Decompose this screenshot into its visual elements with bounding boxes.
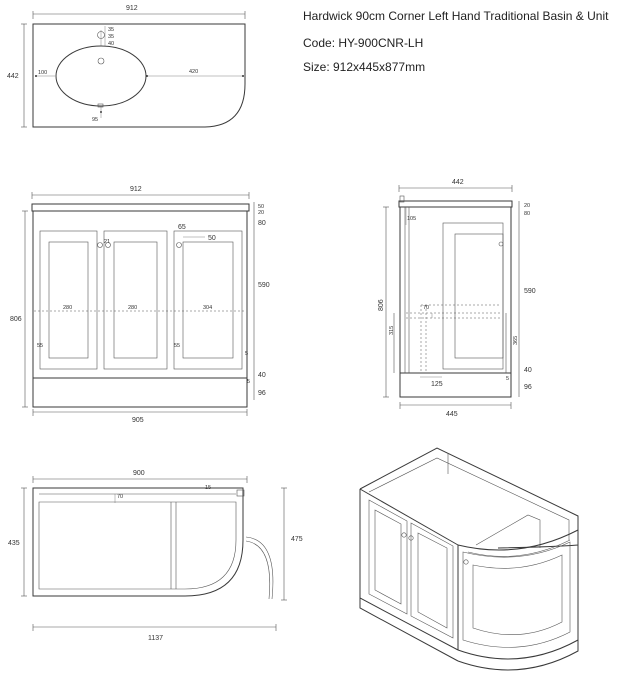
dim-50: 50 [258, 204, 264, 210]
dim-right: 420 [189, 69, 198, 75]
side-plinth [399, 372, 512, 398]
dim-left: 100 [38, 70, 47, 76]
dim-front-top-width: 912 [130, 186, 142, 193]
dim-bottom-70: 70 [117, 494, 123, 500]
side-elevation: 70 105 442 445 806 315 365 20 80 [378, 179, 536, 418]
dim-side-5: 5 [506, 376, 509, 382]
knob-icon [97, 242, 103, 248]
product-size: Size: 912x445x877mm [303, 60, 426, 74]
dim-offset-3: 40 [108, 41, 114, 47]
dim-side-80: 80 [524, 211, 530, 217]
dim-top-depth: 442 [7, 73, 19, 80]
dim-20: 20 [258, 210, 264, 216]
dim-front: 95 [92, 117, 98, 123]
bottom-plan-view: 900 70 15 435 475 1137 [8, 470, 303, 642]
dim-21: 21 [104, 239, 110, 245]
dim-side-top-width: 442 [452, 179, 464, 186]
product-code: Code: HY-900CNR-LH [303, 36, 424, 50]
door-3 [173, 230, 243, 370]
dim-5a: 5 [245, 351, 248, 357]
front-elevation: 280 280 304 55 55 21 65 50 912 905 806 [10, 186, 270, 424]
dim-side-105: 105 [407, 216, 416, 222]
dim-offset-2: 35 [108, 34, 114, 40]
dim-door-2: 280 [128, 305, 137, 311]
dim-96: 96 [258, 390, 266, 397]
dim-side-365: 365 [513, 336, 519, 345]
dim-bottom-curve: 475 [291, 536, 303, 543]
front-plinth [32, 377, 248, 408]
dim-50b: 50 [208, 235, 216, 242]
front-worktop [31, 203, 250, 212]
top-plan-view: 912 442 35 35 40 100 420 95 [7, 5, 246, 128]
knob-icon [401, 532, 407, 538]
dim-bottom-depth: 435 [8, 540, 20, 547]
dim-side-315: 315 [389, 326, 395, 335]
dim-55a: 55 [37, 343, 43, 349]
dim-80: 80 [258, 220, 266, 227]
bottom-plan-outline [32, 487, 244, 597]
dim-side-40: 40 [524, 367, 532, 374]
side-worktop [398, 200, 513, 208]
side-door [442, 222, 504, 370]
dim-top-width: 912 [126, 5, 138, 12]
overflow-icon [97, 103, 104, 108]
dim-door-1: 280 [63, 305, 72, 311]
knob-icon [176, 242, 182, 248]
dim-side-bottom-width: 445 [446, 411, 458, 418]
dim-side-height: 806 [378, 299, 385, 311]
dim-590: 590 [258, 282, 270, 289]
dim-side-96: 96 [524, 384, 532, 391]
dim-bottom-overall: 1137 [148, 635, 163, 642]
product-title: Hardwick 90cm Corner Left Hand Tradition… [303, 9, 609, 23]
knob-icon [463, 559, 469, 565]
isometric-view [359, 447, 579, 671]
side-carcass [399, 206, 512, 374]
basin-bowl [55, 45, 147, 107]
knob-icon [105, 242, 111, 248]
dim-side-590: 590 [524, 288, 536, 295]
knob-icon [408, 535, 414, 541]
dim-door-3: 304 [203, 305, 212, 311]
dim-5b: 5 [247, 379, 250, 385]
dim-side-20: 20 [524, 203, 530, 209]
dim-40: 40 [258, 372, 266, 379]
dim-offset-1: 35 [108, 27, 114, 33]
dim-bottom-width: 900 [133, 470, 145, 477]
door-2 [103, 230, 168, 370]
dim-side-70: 70 [423, 305, 429, 311]
dim-side-125: 125 [431, 381, 443, 388]
basin-top-outline [32, 23, 246, 128]
dim-front-bottom-width: 905 [132, 417, 144, 424]
dim-bottom-15: 15 [205, 485, 211, 491]
dim-55b: 55 [174, 343, 180, 349]
waste-icon [97, 57, 105, 65]
door-1 [39, 230, 98, 370]
dim-front-height: 806 [10, 316, 22, 323]
dim-65: 65 [178, 224, 186, 231]
